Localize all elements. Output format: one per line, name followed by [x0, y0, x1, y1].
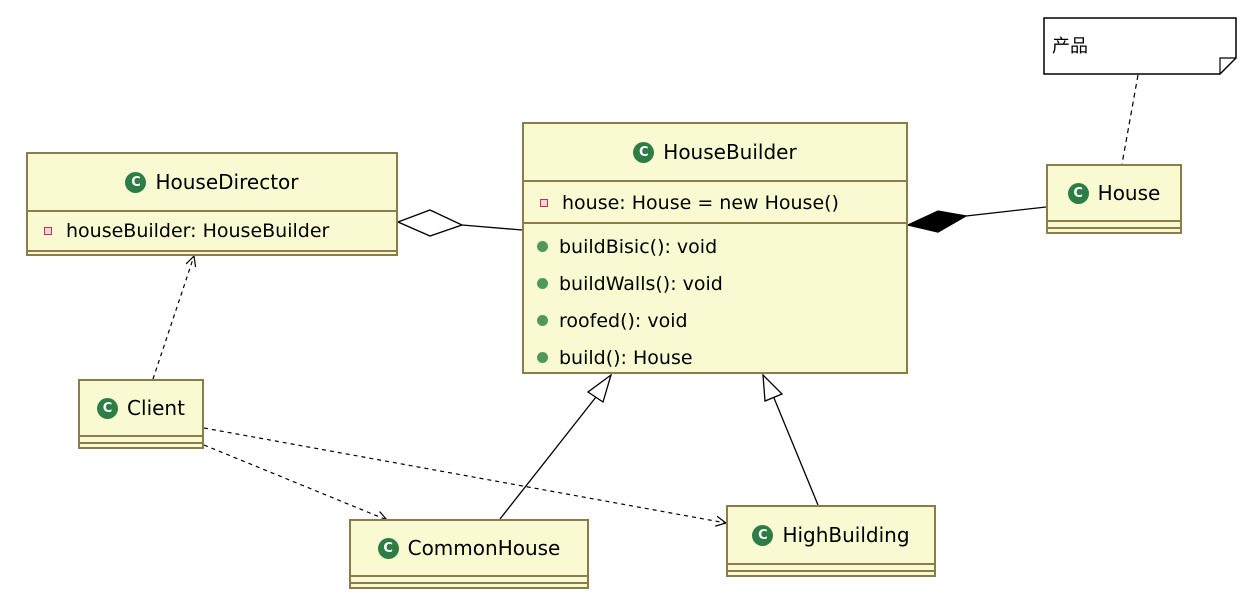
field-row[interactable]: house: House = new House()	[524, 186, 906, 219]
methods-compartment: buildBisic(): void buildWalls(): void ro…	[524, 222, 906, 376]
private-visibility-icon	[540, 198, 548, 207]
class-house[interactable]: C House	[1046, 164, 1182, 234]
method-label: buildBisic(): void	[559, 235, 718, 258]
method-label: roofed(): void	[559, 309, 688, 332]
class-header: C House	[1048, 166, 1180, 220]
generalization-highbuilding-arrow	[762, 373, 784, 402]
private-visibility-icon	[44, 227, 52, 235]
class-house-builder[interactable]: C HouseBuilder house: House = new House(…	[522, 122, 908, 374]
composition-line[interactable]	[965, 206, 1047, 217]
note-shape[interactable]	[1043, 17, 1237, 75]
dependency-client-commonhouse[interactable]	[203, 444, 387, 520]
dependency-client-highbuilding[interactable]	[203, 427, 726, 523]
public-visibility-icon	[537, 315, 548, 326]
class-icon: C	[752, 524, 774, 546]
fields-compartment-empty	[728, 563, 934, 570]
class-name: HighBuilding	[782, 523, 910, 547]
class-icon: C	[1067, 182, 1089, 204]
public-visibility-icon	[537, 241, 548, 252]
class-name: CommonHouse	[407, 536, 561, 560]
field-label: house: House = new House()	[562, 191, 839, 214]
class-high-building[interactable]: C HighBuilding	[726, 505, 936, 577]
composition-diamond	[906, 210, 968, 233]
class-name: House	[1097, 181, 1161, 205]
method-label: buildWalls(): void	[559, 272, 723, 295]
class-house-director[interactable]: C HouseDirector houseBuilder: HouseBuild…	[26, 152, 398, 256]
methods-compartment-empty	[28, 250, 396, 257]
fields-compartment: houseBuilder: HouseBuilder	[28, 210, 396, 250]
methods-compartment-empty	[1048, 227, 1180, 232]
generalization-commonhouse-line[interactable]	[499, 396, 597, 520]
field-row[interactable]: houseBuilder: HouseBuilder	[28, 214, 396, 248]
method-row[interactable]: buildBisic(): void	[524, 228, 906, 265]
methods-compartment-empty	[351, 582, 587, 587]
class-icon: C	[97, 397, 119, 419]
fields-compartment-empty	[351, 575, 587, 582]
field-label: houseBuilder: HouseBuilder	[66, 220, 330, 242]
method-row[interactable]: build(): House	[524, 339, 906, 376]
generalization-commonhouse-arrow	[586, 373, 613, 404]
aggregation-line[interactable]	[461, 224, 523, 231]
class-name: Client	[127, 396, 185, 420]
class-header: C HighBuilding	[728, 507, 934, 563]
public-visibility-icon	[537, 278, 548, 289]
class-icon: C	[125, 171, 147, 193]
class-header: C CommonHouse	[351, 521, 587, 575]
class-header: C HouseDirector	[28, 154, 396, 210]
methods-compartment-empty	[80, 442, 202, 447]
class-header: C HouseBuilder	[524, 124, 906, 180]
fields-compartment-empty	[80, 435, 202, 442]
class-header: C Client	[80, 381, 202, 435]
class-name: HouseDirector	[155, 170, 299, 194]
methods-compartment-empty	[728, 570, 934, 575]
method-row[interactable]: roofed(): void	[524, 302, 906, 339]
note[interactable]: 产品	[1044, 18, 1242, 88]
public-visibility-icon	[537, 352, 548, 363]
method-row[interactable]: buildWalls(): void	[524, 265, 906, 302]
note-text: 产品	[1052, 36, 1088, 57]
note-fold-corner	[1219, 57, 1236, 74]
note-link-line[interactable]	[1121, 74, 1139, 165]
generalization-highbuilding-line[interactable]	[773, 397, 819, 506]
dependency-client-director[interactable]	[152, 256, 194, 380]
fields-compartment-empty	[1048, 220, 1180, 227]
class-icon: C	[633, 141, 655, 163]
fields-compartment: house: House = new House()	[524, 180, 906, 222]
method-label: build(): House	[559, 346, 693, 369]
class-common-house[interactable]: C CommonHouse	[349, 519, 589, 589]
class-icon: C	[377, 537, 399, 559]
class-client[interactable]: C Client	[78, 379, 204, 449]
class-name: HouseBuilder	[663, 140, 797, 164]
aggregation-diamond	[396, 209, 464, 237]
